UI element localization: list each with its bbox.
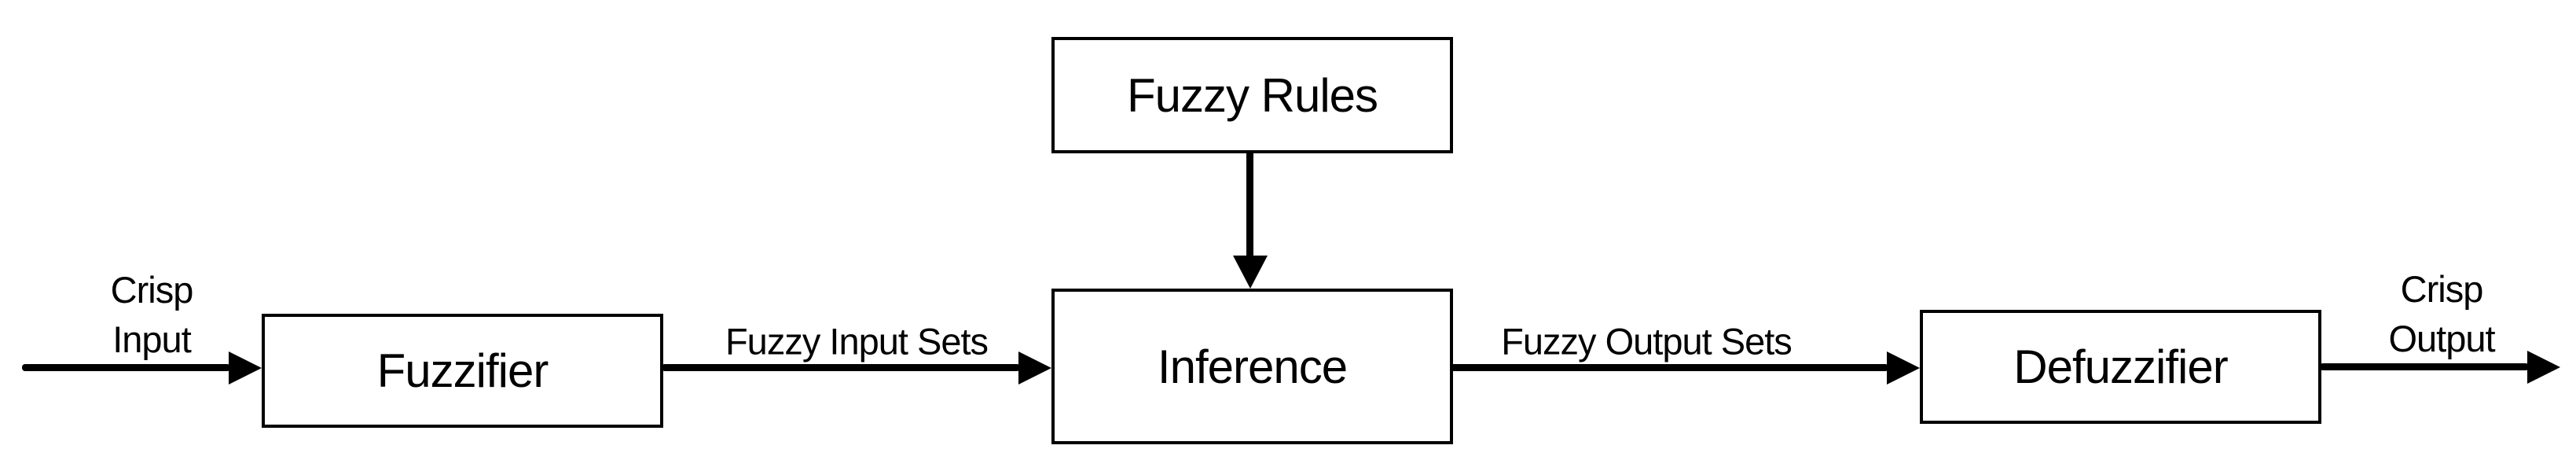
edge-label-crisp-output-line1: Crisp (2400, 268, 2484, 310)
node-inference: Inference (1051, 289, 1453, 444)
arrow-line (2320, 363, 2529, 370)
edge-label-crisp-input: Crisp Input (110, 265, 194, 364)
node-fuzzifier-label: Fuzzifier (376, 344, 549, 397)
arrow-line (22, 364, 230, 371)
edge-label-fuzzy-input-sets: Fuzzy Input Sets (725, 320, 989, 362)
edge-label-fuzzy-output-sets: Fuzzy Output Sets (1501, 320, 1793, 362)
arrowhead-right-icon (1018, 351, 1051, 385)
edge-label-crisp-input-line1: Crisp (110, 269, 194, 311)
node-fuzzy-rules-label: Fuzzy Rules (1126, 68, 1378, 122)
node-defuzzifier-label: Defuzzifier (2013, 340, 2228, 393)
edge-label-crisp-input-line2: Input (112, 318, 192, 360)
node-fuzzy-rules: Fuzzy Rules (1051, 37, 1453, 153)
edge-label-crisp-output: Crisp Output (2388, 264, 2495, 363)
arrowhead-down-icon (1233, 256, 1268, 289)
node-fuzzifier: Fuzzifier (262, 314, 663, 428)
node-defuzzifier: Defuzzifier (1920, 310, 2321, 424)
arrowhead-right-icon (2527, 351, 2560, 384)
arrow-line (1451, 364, 1888, 371)
arrowhead-right-icon (1887, 351, 1920, 385)
arrowhead-right-icon (229, 351, 262, 385)
arrow-line (662, 364, 1020, 371)
node-inference-label: Inference (1157, 340, 1348, 393)
arrow-line (1246, 152, 1253, 257)
edge-label-crisp-output-line2: Output (2388, 318, 2495, 359)
